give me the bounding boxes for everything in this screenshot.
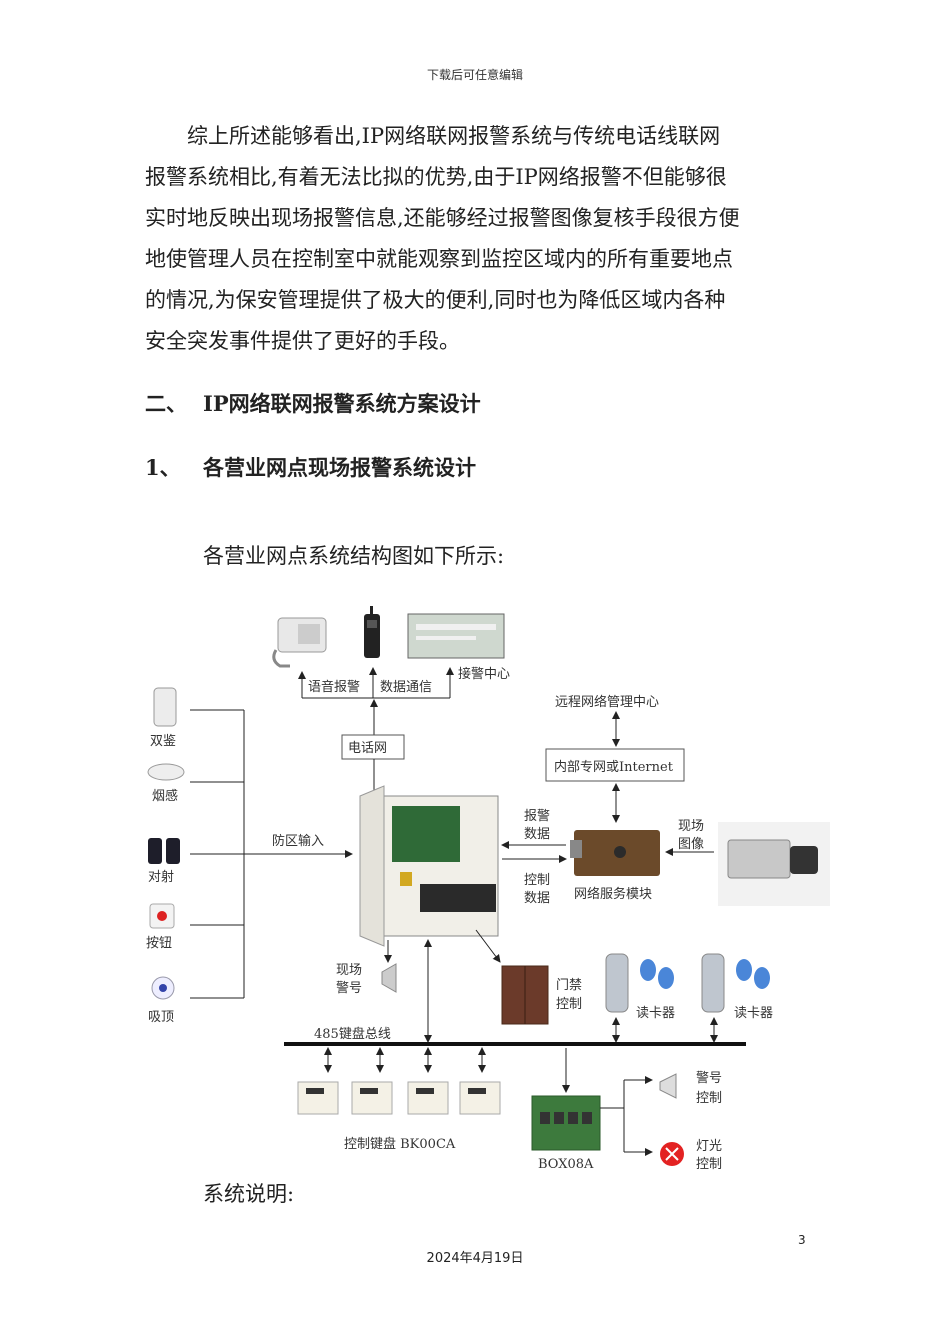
label-alarm-data-1: 报警: [524, 808, 550, 824]
section-number: 二、: [145, 391, 187, 416]
horn-icon: [659, 1073, 677, 1099]
label-door-1: 门禁: [556, 978, 582, 993]
label-control-data-1: 控制: [524, 873, 550, 888]
paragraph-line: 安全突发事件提供了更好的手段。: [145, 329, 460, 353]
label-bus: 485键盘总线: [314, 1026, 391, 1042]
page-footer-date: 2024年4月19日: [426, 1251, 524, 1266]
label-data-comm: 数据通信: [380, 680, 432, 695]
alarm-receiver-icon: [407, 613, 505, 659]
label-alarm-data-2: 数据: [524, 827, 550, 842]
label-network-module: 网络服务模块: [574, 886, 652, 902]
paragraph-line: 地使管理人员在控制室中就能观察到监控区域内的所有重要地点: [145, 247, 733, 271]
keypad-icon: [407, 1081, 449, 1115]
label-horn-2: 控制: [696, 1091, 722, 1106]
telephone-icon: [272, 617, 327, 668]
paragraph-line: 实时地反映出现场报警信息,还能够经过报警图像复核手段很方便: [145, 206, 740, 230]
beam-sensor-icon: [148, 838, 180, 864]
page-header: 下载后可任意编辑: [426, 68, 523, 82]
label-light-2: 控制: [696, 1157, 722, 1172]
alarm-control-panel-icon: [359, 785, 499, 947]
siren-icon: [381, 963, 397, 993]
label-smoke-sensor: 烟感: [152, 788, 178, 804]
camera-icon: [718, 822, 830, 906]
warning-light-icon: [660, 1142, 684, 1166]
label-light-1: 灯光: [696, 1139, 722, 1154]
label-remote-center: 远程网络管理中心: [555, 694, 659, 710]
subsection-title: 各营业网点现场报警系统设计: [203, 455, 476, 480]
label-reader-2: 读卡器: [734, 1006, 773, 1021]
network-module-icon: [570, 830, 660, 876]
system-structure-diagram: 语音报警 数据通信 接警中心 电话网 远程网络管理中心 内部专网或Interne…: [146, 606, 830, 1172]
relay-board-icon: [531, 1095, 601, 1151]
label-voice-alarm: 语音报警: [308, 679, 360, 695]
keypad-icon: [459, 1081, 501, 1115]
label-beam-sensor: 对射: [148, 869, 174, 885]
section-title: IP网络联网报警系统方案设计: [203, 391, 481, 416]
label-reader-1: 读卡器: [636, 1006, 675, 1021]
keypad-icon: [351, 1081, 393, 1115]
label-keypad: 控制键盘 BK00CA: [344, 1136, 456, 1152]
label-ceiling-sensor: 吸顶: [148, 1010, 174, 1025]
panic-button-icon: [149, 903, 175, 929]
ceiling-sensor-icon: [151, 976, 175, 1000]
label-site-image-2: 图像: [678, 837, 704, 852]
label-siren-1: 现场: [336, 963, 362, 978]
subsection-number: 1、: [145, 455, 181, 480]
paragraph-line: 的情况,为保安管理提供了极大的便利,同时也为降低区域内各种: [145, 288, 726, 312]
label-box: BOX08A: [538, 1157, 594, 1172]
label-zone-input: 防区输入: [272, 833, 324, 849]
label-horn-1: 警号: [696, 1070, 722, 1086]
label-site-image-1: 现场: [678, 819, 704, 834]
diagram-intro: 各营业网点系统结构图如下所示:: [203, 544, 505, 568]
paragraph-line: 报警系统相比,有着无法比拟的优势,由于IP网络报警不但能够很: [145, 165, 727, 189]
label-button-sensor: 按钮: [146, 936, 172, 951]
smoke-detector-icon: [147, 763, 185, 781]
label-dual-sensor: 双鉴: [150, 734, 176, 749]
body-paragraph: 综上所述能够看出,IP网络联网报警系统与传统电话线联网 报警系统相比,有着无法比…: [145, 116, 810, 362]
label-phone-network: 电话网: [348, 741, 387, 756]
section-heading: 二、 IP网络联网报警系统方案设计: [145, 388, 481, 418]
label-siren-2: 警号: [336, 980, 362, 996]
label-alarm-center: 接警中心: [458, 666, 510, 682]
card-reader-icon: [605, 953, 674, 1013]
subsection-heading: 1、各营业网点现场报警系统设计: [145, 452, 476, 482]
card-reader-icon: [701, 953, 770, 1013]
mobile-phone-icon: [364, 606, 380, 658]
door-icon: [501, 965, 549, 1025]
dual-tech-sensor-icon: [153, 687, 177, 727]
label-control-data-2: 数据: [524, 891, 550, 906]
system-description-label: 系统说明:: [203, 1182, 295, 1206]
label-door-2: 控制: [556, 997, 582, 1012]
keypad-icon: [297, 1081, 339, 1115]
label-intranet: 内部专网或Internet: [554, 759, 674, 775]
paragraph-line: 综上所述能够看出,IP网络联网报警系统与传统电话线联网: [145, 124, 721, 148]
page-number: 3: [798, 1233, 806, 1247]
